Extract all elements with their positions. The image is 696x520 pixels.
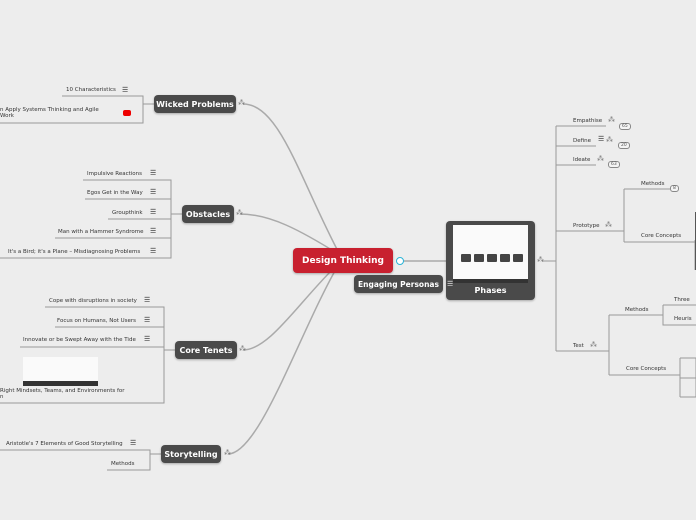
prototype-core-concepts[interactable]: Core Concepts [641,233,682,239]
test-method-heuris[interactable]: Heuris [674,316,692,322]
youtube-icon[interactable] [123,110,131,116]
mindsets-image [23,357,98,386]
count-badge: 8 [670,185,679,192]
topic-phases[interactable]: Phases [446,221,535,300]
leaf-cope-disruptions[interactable]: Cope with disruptions in society [49,298,137,304]
note-icon[interactable]: ☰ [150,188,157,196]
phase-test[interactable]: Test [573,343,584,349]
leaf-egos[interactable]: Egos Get in the Way [87,190,143,196]
tree-icon[interactable]: ⁂ [608,116,615,124]
phases-label: Phases [474,286,507,295]
tree-icon[interactable]: ⁂ [605,221,612,229]
note-icon[interactable]: ☰ [122,86,129,94]
note-icon[interactable]: ☰ [144,335,151,343]
note-icon[interactable]: ☰ [150,247,157,255]
leaf-methods[interactable]: Methods [111,461,135,467]
leaf-systems-thinking[interactable]: n Apply Systems Thinking and Agile [0,107,99,113]
phase-define[interactable]: Define [573,138,591,144]
test-core-concepts[interactable]: Core Concepts [626,366,667,372]
test-method-three[interactable]: Three [674,297,690,303]
tree-icon[interactable]: ⁂ [224,449,231,457]
tree-icon[interactable]: ⁂ [238,99,245,107]
phase-ideate[interactable]: Ideate [573,157,591,163]
leaf-man-with-hammer[interactable]: Man with a Hammer Syndrome [58,229,144,235]
topic-core-tenets[interactable]: Core Tenets [175,341,237,359]
leaf-right-mindsets-line2: n [0,394,4,400]
phases-image [453,225,528,283]
leaf-right-mindsets[interactable]: Right Mindsets, Teams, and Environments … [0,388,125,394]
prototype-methods[interactable]: Methods [641,181,665,187]
tree-icon[interactable]: ⁂ [606,136,613,144]
tree-icon[interactable]: ⁂ [590,341,597,349]
phase-prototype[interactable]: Prototype [573,223,600,229]
topic-storytelling[interactable]: Storytelling [161,445,221,463]
count-badge: 63 [608,161,620,168]
leaf-misdiagnosing[interactable]: It's a Bird; it's a Plane – Misdiagnosin… [8,249,141,255]
topic-engaging-personas[interactable]: Engaging Personas [354,275,443,293]
tree-icon[interactable]: ⁂ [597,155,604,163]
topic-wicked-problems[interactable]: Wicked Problems [154,95,236,113]
topic-obstacles[interactable]: Obstacles [182,205,234,223]
note-icon[interactable]: ☰ [447,280,454,288]
note-icon[interactable]: ☰ [130,439,137,447]
leaf-systems-thinking-line2: Work [0,113,14,119]
phase-empathise[interactable]: Empathise [573,118,603,124]
leaf-groupthink[interactable]: Groupthink [112,210,143,216]
count-badge: 20 [618,142,630,149]
test-methods[interactable]: Methods [625,307,649,313]
note-icon[interactable]: ☰ [150,169,157,177]
tree-icon[interactable]: ⁂ [239,345,246,353]
leaf-innovate[interactable]: Innovate or be Swept Away with the Tide [23,337,136,343]
collapse-toggle[interactable] [396,257,404,265]
leaf-focus-humans[interactable]: Focus on Humans, Not Users [57,318,137,324]
tree-icon[interactable]: ⁂ [537,256,544,264]
note-icon[interactable]: ☰ [144,316,151,324]
leaf-aristotle[interactable]: Aristotle's 7 Elements of Good Storytell… [6,441,123,447]
note-icon[interactable]: ☰ [144,296,151,304]
leaf-10-characteristics[interactable]: 10 Characteristics [66,87,116,93]
note-icon[interactable]: ☰ [150,208,157,216]
tree-icon[interactable]: ⁂ [236,209,243,217]
count-badge: 65 [619,123,631,130]
note-icon[interactable]: ☰ [598,135,605,143]
note-icon[interactable]: ☰ [150,227,157,235]
central-topic-design-thinking[interactable]: Design Thinking [293,248,393,273]
leaf-impulsive-reactions[interactable]: Impulsive Reactions [87,171,143,177]
